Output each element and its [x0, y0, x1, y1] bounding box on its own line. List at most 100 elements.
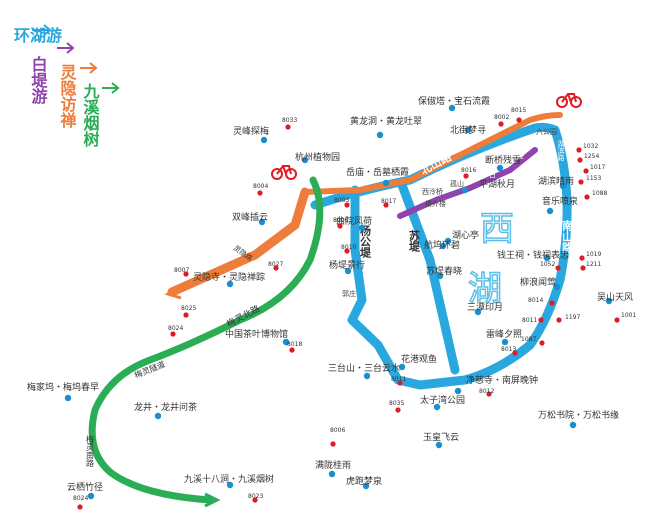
poi-label-34[interactable]: 虎跑梦泉 — [346, 475, 382, 487]
poi-label-31[interactable]: 九溪十八涧・九溪烟树 — [184, 473, 274, 485]
lake-label-xi: 西 — [480, 209, 514, 249]
stop-label-17: 8024 — [168, 325, 183, 332]
poi-label-20[interactable]: 雷峰夕照 — [486, 328, 522, 340]
poi-dot-4 — [461, 186, 469, 194]
legend-jiuxi-arrow-icon — [102, 82, 120, 94]
stop-label-14: 8007 — [174, 267, 189, 274]
stop-dot-29 — [486, 391, 492, 397]
poi-label-27[interactable]: 太子湾公园 — [420, 394, 465, 406]
poi-label-7[interactable]: 灵峰探梅 — [233, 125, 269, 137]
route-jiuxi-arrow-icon — [204, 492, 221, 508]
stop-dot-30 — [395, 407, 401, 413]
poi-label-17[interactable]: 钱王祠・钱祠表忠 — [497, 249, 569, 261]
area-label-xilingqiao: 西泠桥 — [422, 187, 443, 196]
stop-dot-6 — [584, 194, 590, 200]
stop-label-15: 8027 — [268, 261, 283, 268]
route-lingyin-arrow-icon — [164, 284, 182, 300]
poi-label-8[interactable]: 双峰插云 — [232, 211, 268, 223]
bike-icon-east — [556, 93, 582, 108]
stop-label-29: 8012 — [479, 388, 494, 395]
stop-dot-28 — [397, 380, 403, 386]
stop-dot-26 — [512, 350, 518, 356]
stop-label-21: 1211 — [586, 261, 601, 268]
route-baidi — [397, 147, 538, 219]
poi-label-6[interactable]: 杭州植物园 — [295, 151, 340, 163]
stop-dot-21 — [580, 265, 586, 271]
area-label-louwailou: 楼外楼 — [425, 199, 446, 208]
poi-label-21[interactable]: 吴山天风 — [597, 292, 633, 303]
poi-label-18[interactable]: 柳浪闻莺 — [520, 276, 556, 288]
stop-dot-11 — [383, 202, 389, 208]
road-label-baidi-2: 堤 — [517, 151, 524, 160]
stop-label-6: 1088 — [592, 190, 607, 197]
poi-dot-28 — [154, 412, 162, 420]
poi-label-28[interactable]: 龙井・龙井问茶 — [134, 401, 197, 413]
poi-label-4[interactable]: 平湖秋月 — [479, 178, 515, 190]
stop-dot-25 — [614, 317, 620, 323]
road-label-sudi: 苏堤 — [408, 229, 421, 253]
legend-lingyin-label: 灵隐访禅 — [58, 64, 78, 129]
road-label-beishan: 北山路 — [418, 149, 455, 177]
poi-label-14[interactable]: 灵隐寺・灵隐禅踪 — [193, 271, 265, 283]
stop-label-11: 8017 — [381, 198, 396, 205]
poi-label-33[interactable]: 满陇桂雨 — [315, 459, 351, 471]
poi-label-13[interactable]: 杨堤景行 — [329, 259, 365, 271]
poi-dot-11 — [439, 242, 447, 250]
stop-label-16: 8025 — [181, 305, 196, 312]
area-label-liugongyuan: 六公园 — [536, 127, 557, 136]
poi-dot-7 — [260, 136, 268, 144]
poi-dot-32 — [87, 492, 95, 500]
poi-dot-33 — [328, 470, 336, 478]
poi-label-32[interactable]: 云栖竹径 — [67, 481, 103, 493]
poi-label-5[interactable]: 岳庙・岳墓栖霞 — [346, 166, 409, 178]
poi-label-26[interactable]: 净慈寺・南屏晚钟 — [466, 374, 538, 386]
stop-label-24: 1197 — [565, 314, 580, 321]
area-label-guozhuang: 郭庄 — [342, 289, 356, 298]
lake-label-hu: 湖 — [468, 269, 502, 309]
poi-label-9[interactable]: 曲院风荷 — [336, 215, 372, 227]
poi-label-10[interactable]: 湖心亭 — [452, 229, 479, 241]
poi-dot-6 — [301, 156, 309, 164]
poi-label-11[interactable]: 航坞环碧 — [424, 239, 460, 251]
stop-label-0: 8015 — [511, 107, 526, 114]
poi-label-2[interactable]: 北街梦寻 — [450, 124, 486, 136]
legend-huanhu-label: 环湖游 — [14, 26, 62, 45]
poi-dot-16 — [546, 207, 554, 215]
stop-dot-10 — [344, 202, 350, 208]
stop-label-4: 1017 — [590, 164, 605, 171]
poi-label-22[interactable]: 中国茶叶博物馆 — [225, 328, 288, 340]
poi-label-3[interactable]: 断桥残雪 — [485, 154, 521, 166]
stop-dot-18 — [289, 347, 295, 353]
stop-dot-3 — [577, 157, 583, 163]
poi-label-0[interactable]: 保俶塔・宝石流霞 — [418, 95, 490, 107]
area-label-gushan: 孤山 — [450, 179, 464, 188]
poi-label-16[interactable]: 音乐喷泉 — [542, 195, 578, 207]
stop-label-32: 8024 — [73, 495, 88, 502]
stop-label-33: 8023 — [248, 493, 263, 500]
route-lingyin-road — [167, 187, 310, 297]
poi-label-30[interactable]: 玉皇飞云 — [423, 431, 459, 443]
stop-label-9: 8016 — [461, 167, 476, 174]
stop-dot-5 — [578, 179, 584, 185]
poi-dot-19 — [474, 308, 482, 316]
stop-dot-14 — [183, 271, 189, 277]
stop-label-7: 8033 — [282, 117, 297, 124]
stop-label-1: 8002 — [494, 114, 509, 121]
stop-dot-12 — [337, 223, 343, 229]
poi-label-19[interactable]: 三潭印月 — [467, 301, 503, 313]
poi-label-24[interactable]: 三台山・三台云水 — [328, 362, 400, 374]
route-lingyin-beishan — [302, 112, 563, 195]
stop-label-5: 1153 — [586, 175, 601, 182]
route-huanhu-yanggongdi — [347, 185, 425, 390]
route-jiuxi — [88, 176, 324, 504]
poi-label-23[interactable]: 花港观鱼 — [401, 353, 437, 365]
legend-huanhu-arrow-icon — [32, 24, 52, 36]
stop-dot-33 — [252, 497, 258, 503]
poi-label-12[interactable]: 苏堤春晓 — [426, 265, 462, 277]
poi-label-29[interactable]: 万松书院・万松书缘 — [538, 409, 619, 421]
poi-label-1[interactable]: 黄龙洞・黄龙吐翠 — [350, 115, 422, 127]
poi-label-25[interactable]: 梅家坞・梅坞春早 — [27, 381, 99, 393]
poi-label-15[interactable]: 湖滨晴雨 — [538, 175, 574, 187]
